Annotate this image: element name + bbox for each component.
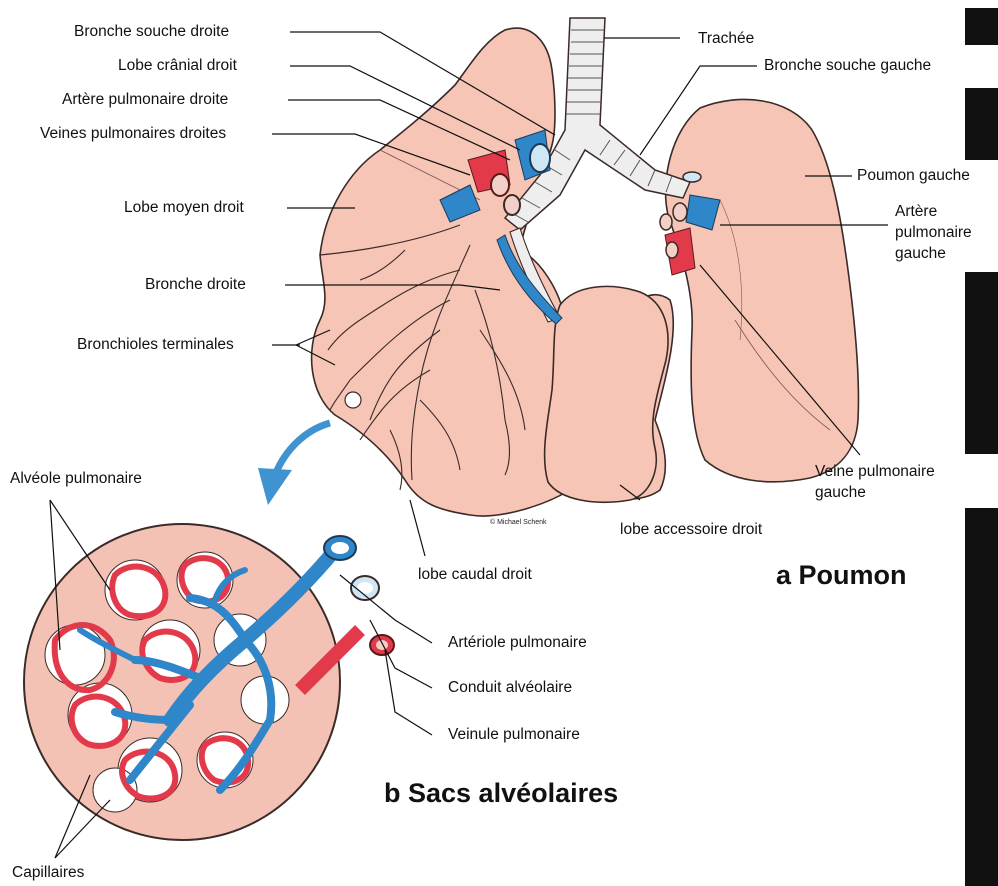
label-veines-pulmonaires-droites: Veines pulmonaires droites [40,125,226,143]
label-lobe-caudal-droit: lobe caudal droit [418,566,532,584]
label-bronche-droite: Bronche droite [145,276,246,294]
label-alveole-pulmonaire: Alvéole pulmonaire [10,470,142,488]
label-lobe-moyen-droit: Lobe moyen droit [124,199,244,217]
label-trachee: Trachée [698,30,754,48]
label-veinule-pulmonaire: Veinule pulmonaire [448,726,580,744]
right-lung [312,28,674,516]
label-bronchioles-terminales: Bronchioles terminales [77,336,234,354]
title-sacs-alveolaires: b Sacs alvéolaires [384,778,618,809]
label-artere-pulmonaire-gauche-line3: gauche [895,245,946,263]
label-bronche-souche-gauche: Bronche souche gauche [764,57,931,75]
label-lobe-cranial-droit: Lobe crânial droit [118,57,237,75]
label-artere-pulmonaire-gauche-line2: pulmonaire [895,224,972,242]
alveolar-sac-zoom [24,524,394,840]
label-poumon-gauche: Poumon gauche [857,167,970,185]
label-artere-pulmonaire-droite: Artère pulmonaire droite [62,91,228,109]
label-lobe-accessoire-droit: lobe accessoire droit [620,521,762,539]
right-edge-bars [965,8,998,886]
label-bronche-souche-droite: Bronche souche droite [74,23,229,41]
label-arteriole-pulmonaire: Artériole pulmonaire [448,634,587,652]
label-veine-pulmonaire-gauche-line1: Veine pulmonaire [815,463,935,481]
label-conduit-alveolaire: Conduit alvéolaire [448,679,572,697]
title-poumon: a Poumon [776,560,907,591]
zoom-arrow [258,423,330,505]
label-veine-pulmonaire-gauche-line2: gauche [815,484,866,502]
credit-text: © Michael Schenk [490,519,547,526]
label-capillaires: Capillaires [12,864,84,882]
left-lung [666,99,859,481]
label-artere-pulmonaire-gauche-line1: Artère [895,203,937,221]
